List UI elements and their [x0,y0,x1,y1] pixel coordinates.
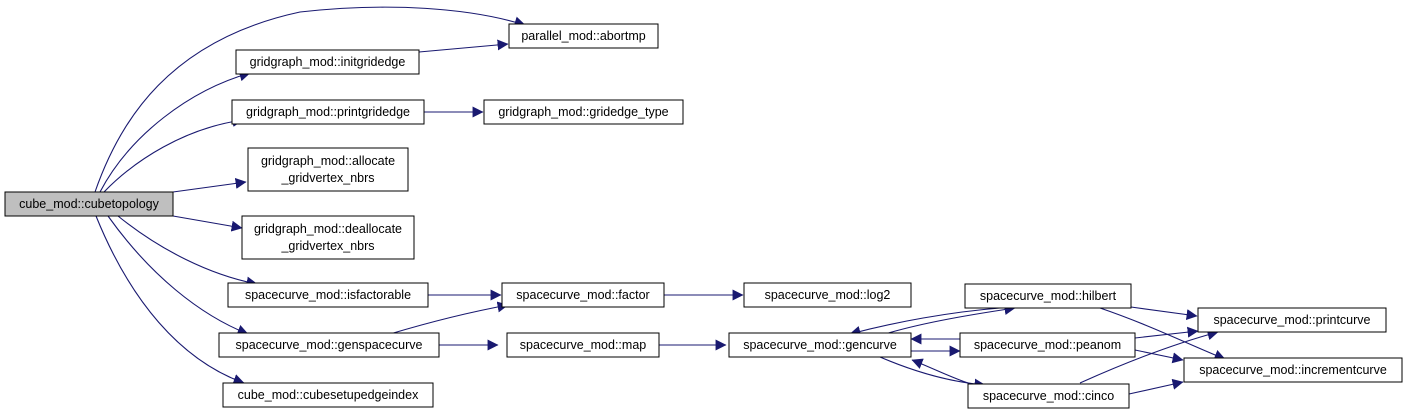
edge-cubetopology-printgridedge [103,115,244,193]
edge-hilbert-printcurve [1130,306,1198,321]
node-spacecurve-mod-genspacecurve[interactable]: spacecurve_mod::genspacecurve [218,332,440,358]
node-label: spacecurve_mod::gencurve [743,338,897,352]
node-label: gridgraph_mod::initgridedge [250,55,406,69]
node-label: parallel_mod::abortmp [521,29,645,43]
node-cube-mod-cubesetupedgeindex[interactable]: cube_mod::cubesetupedgeindex [222,382,434,408]
edge-peanom-incrementcurve [1134,349,1184,364]
node-spacecurve-mod-hilbert[interactable]: spacecurve_mod::hilbert [964,283,1132,309]
node-spacecurve-mod-peanom[interactable]: spacecurve_mod::peanom [959,332,1136,358]
node-label: _gridvertex_nbrs [280,171,374,185]
node-label: gridgraph_mod::printgridedge [246,105,410,119]
node-spacecurve-mod-cinco[interactable]: spacecurve_mod::cinco [967,383,1130,409]
node-label: spacecurve_mod::peanom [974,338,1121,352]
node-spacecurve-mod-factor[interactable]: spacecurve_mod::factor [501,282,665,308]
node-parallel-mod-abortmp[interactable]: parallel_mod::abortmp [508,23,659,49]
edge-gencurve-hilbert [884,304,1016,335]
node-spacecurve-mod-gencurve[interactable]: spacecurve_mod::gencurve [728,332,912,358]
edge-cubetopology-allocate [172,177,247,193]
node-cube-mod-cubetopology[interactable]: cube_mod::cubetopology [4,191,174,217]
node-label: spacecurve_mod::hilbert [980,289,1117,303]
node-gridgraph-mod-allocate-gridvertex-nbrs[interactable]: gridgraph_mod::allocate _gridvertex_nbrs [247,147,409,192]
node-gridgraph-mod-initgridedge[interactable]: gridgraph_mod::initgridedge [235,49,420,75]
node-spacecurve-mod-printcurve[interactable]: spacecurve_mod::printcurve [1197,307,1387,333]
edge-cubetopology-deallocate [172,215,243,232]
node-label: spacecurve_mod::genspacecurve [236,338,423,352]
edge-peanom-printcurve [1134,326,1199,339]
node-spacecurve-mod-log2[interactable]: spacecurve_mod::log2 [743,282,912,308]
node-label: spacecurve_mod::printcurve [1213,313,1370,327]
node-label: gridgraph_mod::deallocate [254,222,402,236]
node-label: spacecurve_mod::log2 [765,288,891,302]
edge-initgridedge-abortmp [418,39,509,53]
edge-cinco-printcurve [1079,329,1219,384]
edge-cubetopology-cubesetupedgeindex [95,215,245,385]
edge-hilbert-gencurve [849,307,1001,337]
edge-cinco-incrementcurve [1128,378,1184,395]
edges [94,6,1226,395]
edge-cubetopology-abortmp [94,6,526,193]
node-gridgraph-mod-printgridedge[interactable]: gridgraph_mod::printgridedge [231,99,425,125]
node-label: spacecurve_mod::map [520,338,647,352]
node-label: spacecurve_mod::incrementcurve [1199,363,1387,377]
node-label: gridgraph_mod::gridedge_type [498,105,668,119]
node-label: cube_mod::cubetopology [19,197,159,211]
node-spacecurve-mod-isfactorable[interactable]: spacecurve_mod::isfactorable [227,282,429,308]
node-label: cube_mod::cubesetupedgeindex [238,388,419,402]
node-spacecurve-mod-incrementcurve[interactable]: spacecurve_mod::incrementcurve [1183,357,1403,383]
edge-genspacecurve-factor [389,301,509,335]
node-gridgraph-mod-gridedge-type[interactable]: gridgraph_mod::gridedge_type [483,99,684,125]
nodes: cube_mod::cubetopology parallel_mod::abo… [4,23,1403,409]
node-label: spacecurve_mod::factor [516,288,649,302]
edge-cubetopology-isfactorable [117,215,258,288]
edge-gencurve-cinco [879,356,986,390]
node-label: spacecurve_mod::isfactorable [245,288,411,302]
node-spacecurve-mod-map[interactable]: spacecurve_mod::map [506,332,660,358]
node-label: _gridvertex_nbrs [280,239,374,253]
node-gridgraph-mod-deallocate-gridvertex-nbrs[interactable]: gridgraph_mod::deallocate _gridvertex_nb… [241,215,415,260]
edge-cinco-gencurve [911,358,969,384]
node-label: spacecurve_mod::cinco [983,389,1114,403]
edge-cubetopology-genspacecurve [107,215,249,336]
node-label: gridgraph_mod::allocate [261,154,395,168]
edge-cubetopology-initgridedge [99,70,251,193]
